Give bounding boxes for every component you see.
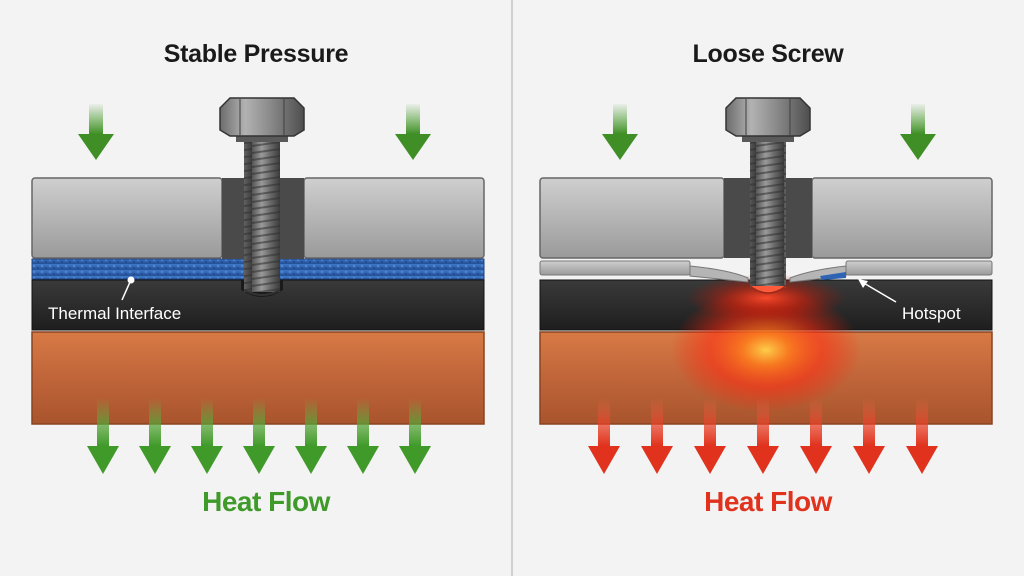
heat-arrow [694,398,726,474]
bolt-washer [236,132,288,142]
callout-pointer [121,281,131,301]
callout-dot [127,276,135,284]
hotspot-glow-pcb [686,274,846,322]
steel-plate-right [303,177,485,259]
heat-arrow [347,398,379,474]
pressure-arrow-left-2 [395,104,431,160]
steel-plate-left [539,177,725,259]
heat-arrow [87,398,119,474]
pressure-arrow-right-2 [900,104,936,160]
bolt-washer [742,132,794,142]
thermal-pad-remnant [820,272,846,280]
panel-stable [31,97,485,474]
callout-arrowhead [858,279,868,288]
bolt-shaft [750,140,786,288]
heat-arrow [295,398,327,474]
heat-arrow [906,398,938,474]
panel-title-loose: Loose Screw [692,40,844,68]
panel-loose [539,97,993,474]
heat-arrow [588,398,620,474]
hotspot-glow-copper [671,288,861,412]
heat-arrow [641,398,673,474]
steel-plate-left [31,177,223,259]
pressure-arrow-right-1 [602,104,638,160]
heat-flow-label-loose: Heat Flow [704,486,832,517]
hex-bolt-icon [725,97,811,137]
heat-arrow [139,398,171,474]
heat-flow-label-stable: Heat Flow [202,486,330,517]
heat-arrow [853,398,885,474]
heat-arrow [747,398,779,474]
panel-title-stable: Stable Pressure [163,40,349,68]
callout-thermal-interface: Thermal Interface [48,304,182,323]
callout-hotspot: Hotspot [902,304,961,323]
bolt-tip-hot [749,285,787,294]
hex-bolt-icon [219,97,305,137]
heat-flow-arrows-good [87,398,431,474]
heat-flow-arrows-bad [588,398,938,474]
steel-plate-right [811,177,993,259]
heat-arrow [399,398,431,474]
pressure-arrow-left-1 [78,104,114,160]
bolt-shaft [244,140,280,292]
callout-pointer [861,281,897,303]
heat-arrow [800,398,832,474]
thin-plate-right [845,260,993,276]
thin-plate-left [539,260,691,276]
heat-arrow [191,398,223,474]
heat-arrow [243,398,275,474]
